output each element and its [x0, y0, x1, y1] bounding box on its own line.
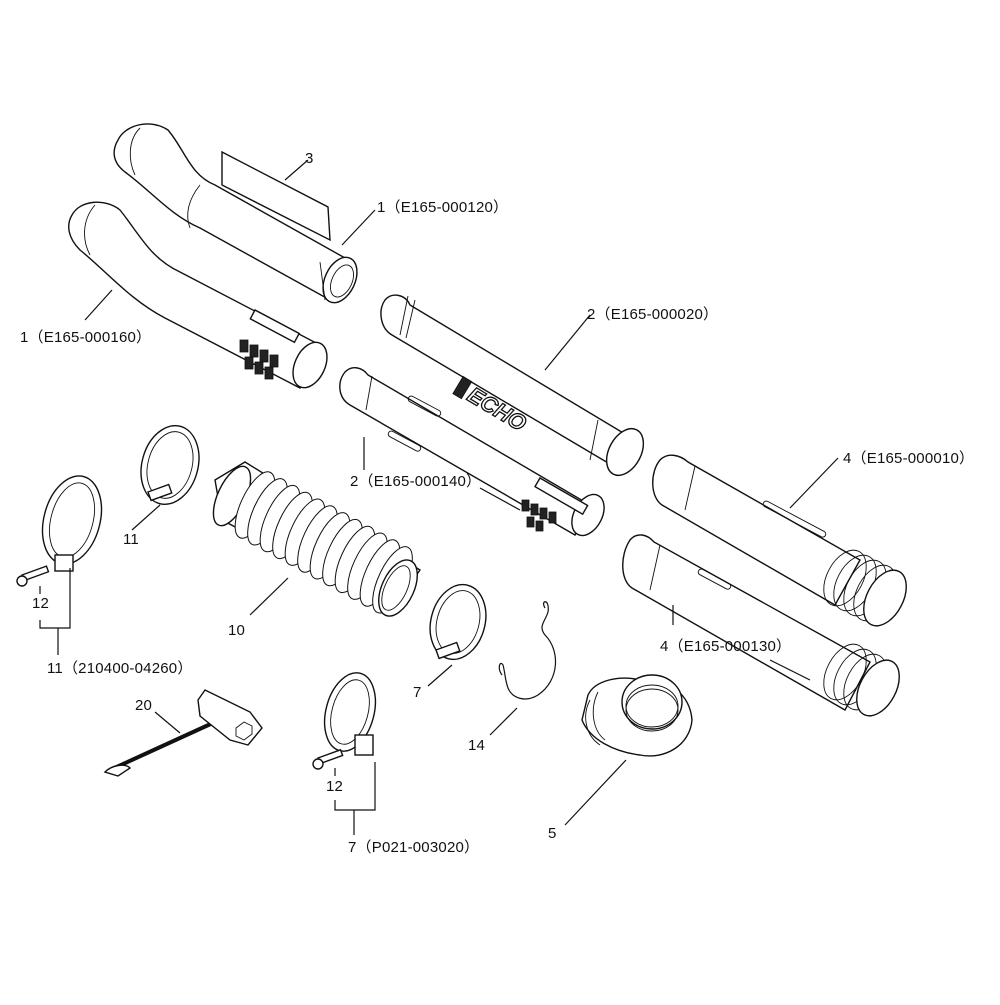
screw-12-left	[16, 565, 50, 587]
pipe-curved-lower	[68, 201, 328, 389]
callout-3: 3	[305, 150, 314, 167]
callout-10: 10	[228, 622, 246, 639]
screw-12-right	[312, 748, 344, 770]
flexible-pipe	[212, 461, 421, 617]
callout-4-e165-000130: 4（E165-000130）	[660, 638, 792, 655]
callout-1-e165-000160: 1（E165-000160）	[20, 329, 152, 346]
band-clamp-7-small	[429, 583, 487, 661]
band-clamp-11-large	[41, 475, 103, 572]
callout-11-210400-04260: 11（210400-04260）	[47, 660, 193, 677]
band-clamp-7-large	[323, 672, 377, 756]
pipe-end-upper	[652, 454, 907, 627]
label-sticker	[221, 150, 331, 242]
pipe-straight-lower	[339, 367, 605, 537]
callout-7-small: 7	[413, 684, 422, 701]
callout-5: 5	[548, 825, 557, 842]
band-clamp-11-small	[140, 424, 200, 506]
callout-1-e165-000120: 1（E165-000120）	[377, 199, 509, 216]
pipe-curved-upper	[113, 123, 358, 304]
elbow	[581, 674, 693, 757]
callout-2-e165-000140: 2（E165-000140）	[350, 473, 482, 490]
callout-2-e165-000020: 2（E165-000020）	[587, 306, 719, 323]
callout-12-left: 12	[32, 595, 50, 612]
callout-4-e165-000010: 4（E165-000010）	[843, 450, 975, 467]
callout-7-p021-003020: 7（P021-003020）	[348, 839, 480, 856]
wire-hook	[498, 601, 557, 700]
callout-12-right: 12	[326, 778, 344, 795]
callout-14: 14	[468, 737, 486, 754]
socket-wrench	[103, 689, 263, 777]
callout-11-small: 11	[123, 531, 139, 548]
pipe-end-lower	[622, 534, 900, 717]
callout-20: 20	[135, 697, 153, 714]
